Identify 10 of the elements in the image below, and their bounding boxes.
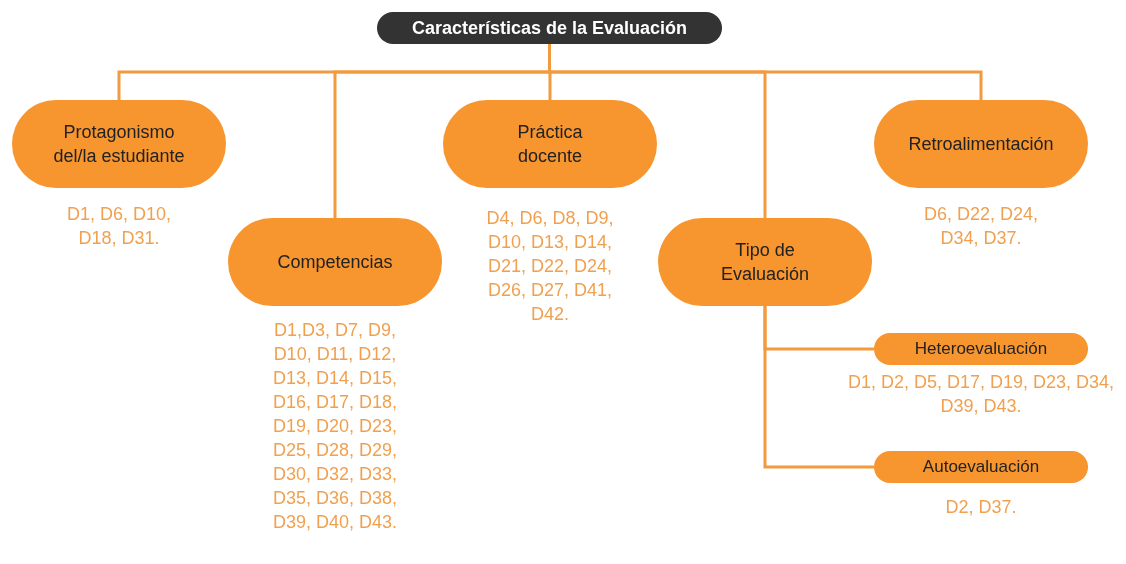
document-codes: D1, D6, D10, D18, D31. — [65, 203, 172, 250]
title-pill: Características de la Evaluación — [377, 12, 722, 44]
document-codes: D2, D37. — [944, 496, 1018, 519]
document-codes: D1, D2, D5, D17, D19, D23, D34, D39, D43. — [846, 371, 1116, 418]
topic-pill: Tipo de Evaluación — [658, 218, 872, 306]
document-codes: D1,D3, D7, D9, D10, D11, D12, D13, D14, D15, D16, D17, D18, D19, D20, D23, D25, D28, D29, D30, D32, D33, D35, D36, D38, D39, D40, D43. — [271, 319, 399, 534]
document-codes: D4, D6, D8, D9, D10, D13, D14, D21, D22, D24, D26, D27, D41, D42. — [485, 207, 615, 326]
connector-line — [548, 44, 983, 100]
connector-line — [763, 306, 874, 469]
document-codes: D6, D22, D24, D34, D37. — [922, 203, 1040, 250]
